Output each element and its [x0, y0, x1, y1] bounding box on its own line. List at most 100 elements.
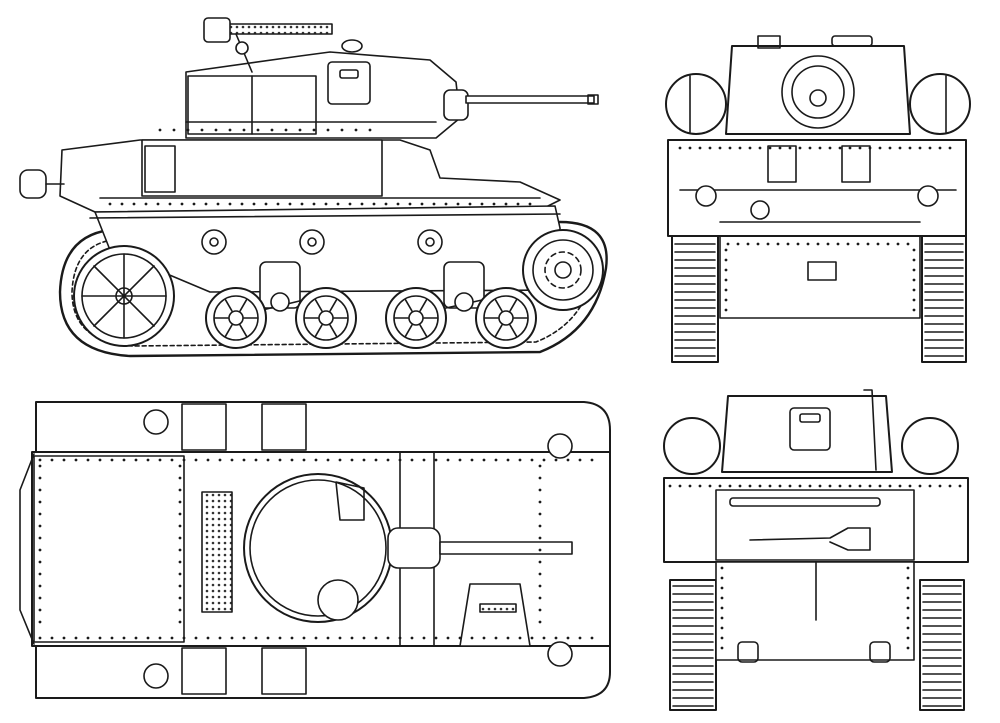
- road-wheel-spoke: [494, 299, 503, 312]
- side-rivet: [228, 128, 232, 132]
- rear-rivet: [788, 484, 792, 488]
- top-rivet: [538, 548, 542, 552]
- rear-rivet: [778, 484, 782, 488]
- front-headlight-left: [665, 73, 727, 135]
- side-rivet: [336, 202, 340, 206]
- rear-rivet: [858, 484, 862, 488]
- rear-rivet: [868, 484, 872, 488]
- road-wheel-spoke: [314, 299, 323, 312]
- top-rivet: [50, 636, 54, 640]
- rear-rivet: [768, 484, 772, 488]
- top-rivet: [506, 636, 510, 640]
- top-rivet: [290, 636, 294, 640]
- front-rivet: [886, 242, 890, 246]
- top-view: [19, 401, 611, 699]
- rear-rivet: [918, 484, 922, 488]
- return-roller-hub: [307, 237, 317, 247]
- side-rivet: [172, 128, 176, 132]
- rear-rivet: [738, 484, 742, 488]
- road-wheel-tire: [303, 295, 349, 341]
- top-stowage-box-upper-1: [181, 403, 227, 451]
- side-rivet: [360, 202, 364, 206]
- top-rivet: [38, 524, 42, 528]
- rear-rivet: [818, 484, 822, 488]
- top-rivet: [506, 458, 510, 462]
- front-rivet: [906, 242, 910, 246]
- front-rivet: [718, 146, 722, 150]
- return-roller-hub: [425, 237, 435, 247]
- front-rivet: [724, 258, 728, 262]
- side-main-gun-mantlet: [443, 89, 469, 121]
- top-rivet: [170, 458, 174, 462]
- front-aa-mount: [831, 35, 873, 47]
- rear-rivet: [808, 484, 812, 488]
- front-headlight-right: [909, 73, 971, 135]
- road-wheel-hub: [408, 310, 424, 326]
- side-rivet: [528, 202, 532, 206]
- top-headlight-lower: [547, 641, 573, 667]
- top-rivet: [482, 458, 486, 462]
- top-rivet: [86, 458, 90, 462]
- top-rivet: [38, 488, 42, 492]
- return-roller: [417, 229, 443, 255]
- road-wheel-spoke: [314, 324, 323, 337]
- side-rivet: [264, 202, 268, 206]
- top-rivet: [206, 636, 210, 640]
- top-rivet: [38, 596, 42, 600]
- front-gun-mantlet-inner: [791, 65, 845, 119]
- side-rivet: [132, 202, 136, 206]
- rear-lower-hull: [715, 561, 915, 661]
- top-rivet: [590, 458, 594, 462]
- front-rivet: [846, 242, 850, 246]
- top-rivet: [362, 458, 366, 462]
- top-rivet: [38, 512, 42, 516]
- top-rivet: [134, 636, 138, 640]
- rear-rivet: [748, 484, 752, 488]
- front-rivet: [806, 242, 810, 246]
- top-rivet: [566, 458, 570, 462]
- side-headlight: [19, 169, 47, 199]
- top-rivet: [218, 636, 222, 640]
- side-rivet: [312, 202, 316, 206]
- side-rivet: [120, 202, 124, 206]
- rear-rivet: [720, 596, 724, 600]
- top-rivet: [178, 608, 182, 612]
- top-rivet: [410, 636, 414, 640]
- front-rivet: [912, 268, 916, 272]
- top-headlight-upper: [547, 433, 573, 459]
- front-stowage-right: [841, 145, 871, 183]
- front-rivet: [816, 242, 820, 246]
- top-rivet: [482, 636, 486, 640]
- top-rivet: [278, 636, 282, 640]
- side-hull-rivets: [108, 128, 532, 206]
- top-rivet: [314, 636, 318, 640]
- front-rivet: [908, 146, 912, 150]
- top-turret-hatch: [335, 481, 365, 521]
- front-stowage-left: [767, 145, 797, 183]
- top-rivet: [206, 458, 210, 462]
- front-rivet: [678, 146, 682, 150]
- top-rivet: [194, 458, 198, 462]
- road-wheel-spoke: [224, 299, 233, 312]
- top-rivet: [98, 636, 102, 640]
- rear-rivet: [728, 484, 732, 488]
- top-rivet: [122, 636, 126, 640]
- rear-rivet: [688, 484, 692, 488]
- side-rivet: [326, 128, 330, 132]
- top-rivet: [194, 636, 198, 640]
- top-rivet: [38, 560, 42, 564]
- side-rivet: [186, 128, 190, 132]
- front-track-left: [671, 235, 719, 363]
- front-gun-muzzle: [809, 89, 827, 107]
- rear-rivet: [906, 606, 910, 610]
- return-roller: [201, 229, 227, 255]
- top-rivet: [38, 500, 42, 504]
- top-rivet: [170, 636, 174, 640]
- rear-rivet: [720, 646, 724, 650]
- return-roller: [299, 229, 325, 255]
- front-rivet: [724, 248, 728, 252]
- front-rivet: [688, 146, 692, 150]
- front-rivet: [768, 146, 772, 150]
- top-rivet: [538, 620, 542, 624]
- rear-drum-right: [901, 417, 959, 475]
